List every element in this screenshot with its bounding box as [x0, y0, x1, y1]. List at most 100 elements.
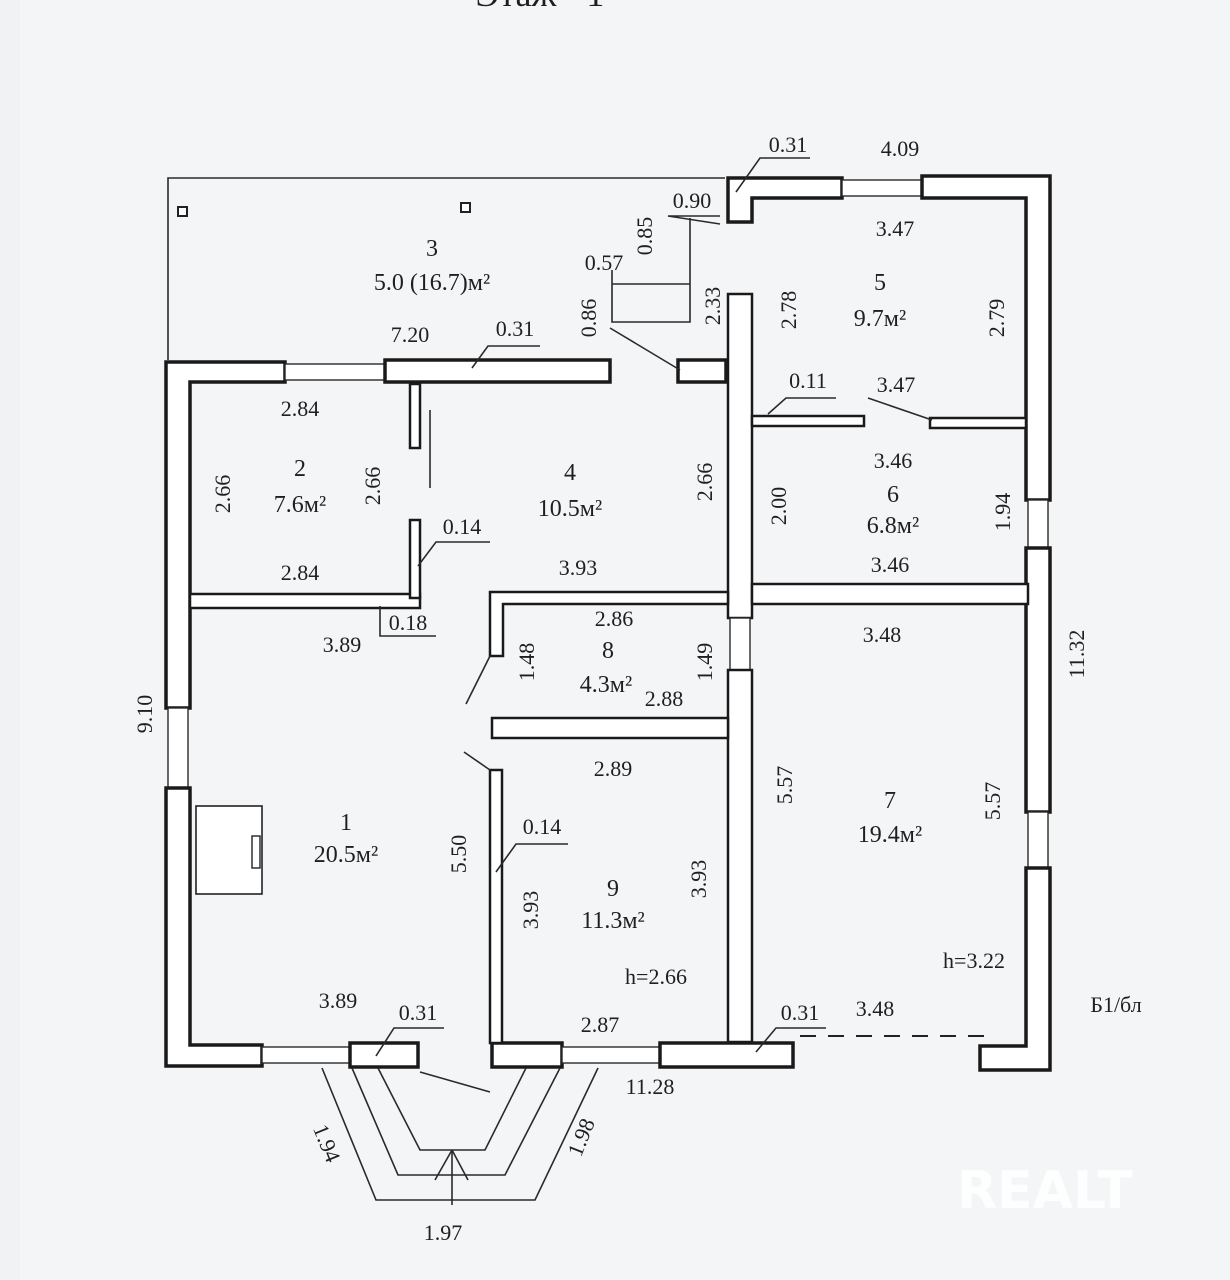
room1-number: 1: [340, 810, 352, 836]
dim: 0.14: [443, 514, 482, 539]
dim: 3.47: [877, 372, 916, 397]
room7-number: 7: [884, 788, 896, 814]
dim: 11.28: [626, 1074, 675, 1099]
leader-0-14a: [417, 541, 490, 567]
dim: 2.89: [594, 756, 633, 781]
wall-room5-6-right: [928, 416, 1028, 430]
dim: 3.48: [863, 622, 902, 647]
leader-0-31d: [755, 1027, 826, 1053]
window-room2: [284, 363, 386, 381]
room5-number: 5: [874, 270, 886, 296]
leader-0-90: [667, 215, 721, 225]
room3-number: 3: [426, 236, 438, 262]
dim: 0.85: [632, 217, 657, 256]
window-room6: [1027, 499, 1049, 549]
dim: 5.50: [446, 835, 471, 874]
leader-0-31b: [471, 345, 540, 369]
dim: 0.31: [496, 316, 535, 341]
wall-room2-1: [188, 592, 422, 610]
wall-room6-7: [750, 582, 1030, 606]
dim: 2.84: [281, 560, 320, 585]
room1-area: 20.5м²: [314, 842, 378, 868]
wall-room2-4-lower: [408, 518, 422, 600]
dim: 2.66: [692, 463, 717, 502]
leader-0-14b: [495, 843, 568, 873]
dim: 0.86: [576, 299, 601, 338]
room6-area: 6.8м²: [867, 513, 919, 539]
dim: 3.93: [559, 555, 598, 580]
dim: 4.09: [881, 136, 920, 161]
room9-area: 11.3м²: [581, 908, 645, 934]
dim: 3.48: [856, 996, 895, 1021]
window-room7: [1027, 811, 1049, 869]
dim: 3.93: [686, 860, 711, 899]
window-room9: [561, 1046, 661, 1064]
wall-center-vertical-upper: [726, 292, 754, 620]
dim: 2.33: [700, 287, 725, 326]
wall-left-upper: [164, 360, 287, 710]
dim: 2.00: [766, 487, 791, 526]
wall-left-lower: [164, 786, 264, 1068]
dim: 2.66: [210, 475, 235, 514]
post-marker-right: [460, 202, 471, 213]
room4-area: 10.5м²: [538, 496, 602, 522]
room2-area: 7.6м²: [274, 492, 326, 518]
dim: 2.79: [984, 299, 1009, 338]
wall-bottom-pier1: [348, 1041, 420, 1069]
terrace-outline: [167, 177, 725, 360]
dim: 2.84: [281, 396, 320, 421]
dim: 3.93: [518, 891, 543, 930]
dim: 3.89: [323, 632, 362, 657]
dim: 1.48: [514, 643, 539, 682]
window-left: [167, 707, 189, 789]
wall-top-stub: [676, 358, 728, 384]
watermark-logo: REALT: [957, 1161, 1133, 1221]
leader-0-31c: [375, 1027, 444, 1057]
dim: 1.94: [990, 493, 1015, 532]
dim: 2.86: [595, 606, 634, 631]
porch-outer: [321, 1067, 599, 1201]
dim: 11.32: [1064, 630, 1089, 679]
floor-title: Этаж - 1: [476, 0, 605, 14]
window-room1: [261, 1046, 351, 1064]
dim: 0.31: [781, 1000, 820, 1025]
porch-arrow-r: [451, 1149, 469, 1181]
room8-area: 4.3м²: [580, 672, 632, 698]
dim: 0.14: [523, 814, 562, 839]
wall-right-upper: [920, 174, 1052, 502]
door-swing-room8: [465, 655, 491, 705]
wall-center-vertical-lower: [726, 668, 754, 1044]
height-room7: h=3.22: [943, 948, 1005, 973]
stove-door: [251, 835, 261, 869]
door-swing-room9: [463, 751, 491, 771]
leader-step: [611, 218, 691, 323]
dim: 3.47: [876, 216, 915, 241]
dim: 0.18: [389, 610, 428, 635]
dim: 0.31: [399, 1000, 438, 1025]
leader-0-31a: [735, 157, 810, 193]
stove: [195, 805, 263, 895]
porch-door: [419, 1071, 491, 1093]
height-room9: h=2.66: [625, 964, 687, 989]
window-room5: [841, 179, 923, 197]
stamp-label: Б1/бл: [1090, 992, 1141, 1017]
wall-bottom-pier3: [658, 1041, 795, 1069]
room7-area: 19.4м²: [858, 822, 922, 848]
wall-right-lower: [978, 866, 1052, 1072]
room9-number: 9: [607, 876, 619, 902]
wall-top-room4: [383, 358, 612, 384]
dim: 5.57: [772, 766, 797, 805]
dim: 2.78: [776, 291, 801, 330]
wall-room2-4-upper: [408, 382, 422, 450]
porch-arrow-l: [434, 1149, 453, 1181]
dim: 3.46: [874, 448, 913, 473]
door-swing-room6: [867, 397, 933, 421]
wall-room9-left: [488, 768, 504, 1045]
wall-room8-bottom: [490, 716, 730, 740]
wall-room5-6-left: [750, 414, 866, 428]
dim: 7.20: [391, 322, 430, 347]
dim: 0.11: [789, 368, 827, 393]
dim: 0.31: [769, 132, 808, 157]
doorway-room7: [729, 617, 751, 671]
